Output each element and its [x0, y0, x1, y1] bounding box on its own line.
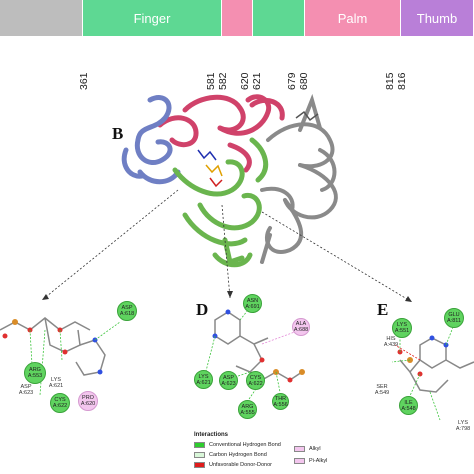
- palm-label: Palm: [337, 10, 368, 26]
- thumb-label: Thumb: [416, 10, 458, 26]
- pink-domain-ribbon: [157, 94, 285, 173]
- panel-e-bonds: [391, 321, 456, 421]
- blue-domain-ribbon: [121, 95, 181, 185]
- panel-d-molecule: [214, 311, 303, 381]
- panel-c-bonds: [29, 321, 121, 396]
- legend-item-pi-alkyl: Pi-Alkyl: [294, 458, 327, 464]
- domain-segment-thumb: Thumb: [401, 0, 474, 36]
- domain-bar: Finger Palm Thumb: [0, 0, 474, 36]
- panel-label-d: D: [196, 300, 209, 319]
- finger-label: Finger: [133, 10, 171, 26]
- legend-item-conventional-hbond: Conventional Hydrogen Bond: [194, 442, 281, 448]
- green-domain-ribbon: [172, 137, 269, 268]
- legend-item-unfavorable-donor: Unfavorable Donor-Donor: [194, 462, 272, 468]
- panel-e-unfavorable-bond: [394, 344, 421, 361]
- legend-swatch: [194, 442, 205, 448]
- legend-swatch: [294, 446, 305, 452]
- domain-segment-gray: [0, 0, 83, 36]
- domain-segment-finger: Finger: [83, 0, 222, 36]
- domain-segment-green-2: [253, 0, 305, 36]
- callout-arrows: [41, 189, 413, 303]
- panel-label-b: B: [112, 124, 124, 143]
- legend-item-carbon-hbond: Carbon Hydrogen Bond: [194, 452, 267, 458]
- panel-e-molecule: [399, 337, 474, 393]
- legend-swatch: [294, 458, 305, 464]
- ligand-sticks: [197, 110, 319, 188]
- domain-segment-pink-1: [222, 0, 253, 36]
- arrow-heads: [42, 291, 412, 302]
- gray-domain-ribbon: [260, 93, 338, 264]
- domain-segment-palm: Palm: [305, 0, 401, 36]
- legend-swatch: [194, 462, 205, 468]
- legend-title: Interactions: [194, 432, 229, 438]
- legend-swatch: [194, 452, 205, 458]
- panel-c-molecule: [0, 317, 106, 376]
- legend-item-alkyl: Alkyl: [294, 446, 321, 452]
- panel-label-e: E: [377, 300, 389, 319]
- panel-d-atoms: [212, 309, 305, 383]
